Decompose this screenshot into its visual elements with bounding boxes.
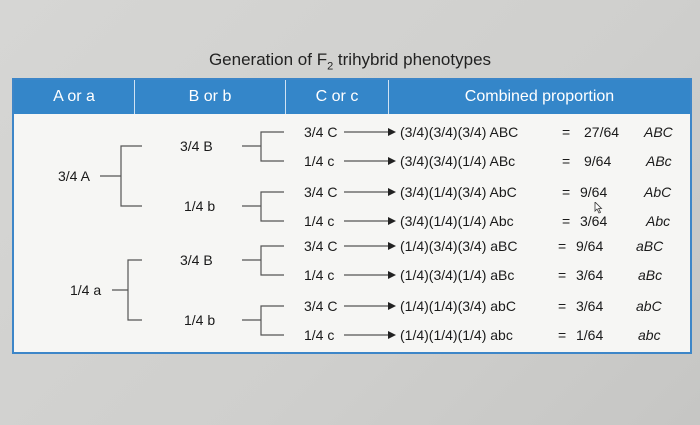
equals-sign: = xyxy=(558,267,567,283)
proportion-expression: (1/4)(3/4)(3/4) aBC xyxy=(400,238,518,254)
proportion-expression: (3/4)(1/4)(3/4) AbC xyxy=(400,184,517,200)
equals-sign: = xyxy=(562,213,571,229)
branch-lines xyxy=(100,128,396,339)
header-a: A or a xyxy=(53,88,95,105)
equals-sign: = xyxy=(562,124,571,140)
equals-sign: = xyxy=(562,153,571,169)
phenotype-label: abc xyxy=(638,327,661,343)
proportion-expression: (3/4)(1/4)(1/4) Abc xyxy=(400,213,514,229)
c-label: 1/4 c xyxy=(304,153,335,169)
c-label: 3/4 C xyxy=(304,124,338,140)
a-label: 1/4 a xyxy=(70,282,102,298)
page-title: Generation of F2 trihybrid phenotypes xyxy=(0,50,700,72)
proportion-fraction: 9/64 xyxy=(576,238,604,254)
proportion-fraction: 3/64 xyxy=(576,298,604,314)
header-combined: Combined proportion xyxy=(464,88,615,105)
proportion-fraction: 9/64 xyxy=(584,153,612,169)
a-label: 3/4 A xyxy=(58,168,90,184)
c-label: 3/4 C xyxy=(304,298,338,314)
b-label: 1/4 b xyxy=(182,312,218,328)
title-suffix: trihybrid phenotypes xyxy=(333,50,492,69)
proportion-expression: (3/4)(3/4)(3/4) ABC xyxy=(400,124,519,140)
phenotype-table: A or a B or b C or c Combined proportion xyxy=(12,78,692,354)
proportion-fraction: 27/64 xyxy=(584,124,620,140)
b-label: 3/4 B xyxy=(178,138,215,154)
equals-sign: = xyxy=(558,238,567,254)
phenotype-label: ABc xyxy=(646,153,672,169)
proportion-fraction: 9/64 xyxy=(580,184,608,200)
pointer-cursor-icon xyxy=(594,202,603,214)
proportion-expression: (1/4)(3/4)(1/4) aBc xyxy=(400,267,515,283)
b-label: 1/4 b xyxy=(182,198,218,214)
proportion-fraction: 3/64 xyxy=(580,213,608,229)
c-label: 1/4 c xyxy=(304,267,335,283)
proportion-expression: (3/4)(3/4)(1/4) ABc xyxy=(400,153,516,169)
c-label: 1/4 c xyxy=(304,327,335,343)
title-prefix: Generation of F xyxy=(208,50,328,69)
phenotype-label: abC xyxy=(636,298,662,314)
phenotype-label: ABC xyxy=(644,124,673,140)
proportion-expression: (1/4)(1/4)(3/4) abC xyxy=(400,298,516,314)
proportion-expression: (1/4)(1/4)(1/4) abc xyxy=(400,327,513,343)
header-c: C or c xyxy=(315,88,359,105)
proportion-fraction: 3/64 xyxy=(576,267,604,283)
phenotype-label: aBc xyxy=(638,267,663,283)
phenotype-label: Abc xyxy=(646,213,671,229)
b-label: 3/4 B xyxy=(178,252,215,268)
equals-sign: = xyxy=(558,327,567,343)
c-label: 1/4 c xyxy=(304,213,335,229)
proportion-fraction: 1/64 xyxy=(576,327,604,343)
header-divider xyxy=(134,80,135,114)
c-label: 3/4 C xyxy=(304,238,338,254)
table-body: 3/4 A 1/4 a 3/4 B 1/4 b 3/4 B 1/4 b 3/4 … xyxy=(14,114,690,352)
equals-sign: = xyxy=(558,298,567,314)
title-subscript: 2 xyxy=(327,60,334,73)
phenotype-label: AbC xyxy=(644,184,672,200)
equals-sign: = xyxy=(562,184,571,200)
c-label: 3/4 C xyxy=(304,184,338,200)
table-header: A or a B or b C or c Combined proportion xyxy=(14,80,690,114)
phenotype-label: aBC xyxy=(636,238,664,254)
header-b: B or b xyxy=(188,88,232,105)
header-divider xyxy=(285,80,286,114)
header-divider xyxy=(388,80,389,114)
